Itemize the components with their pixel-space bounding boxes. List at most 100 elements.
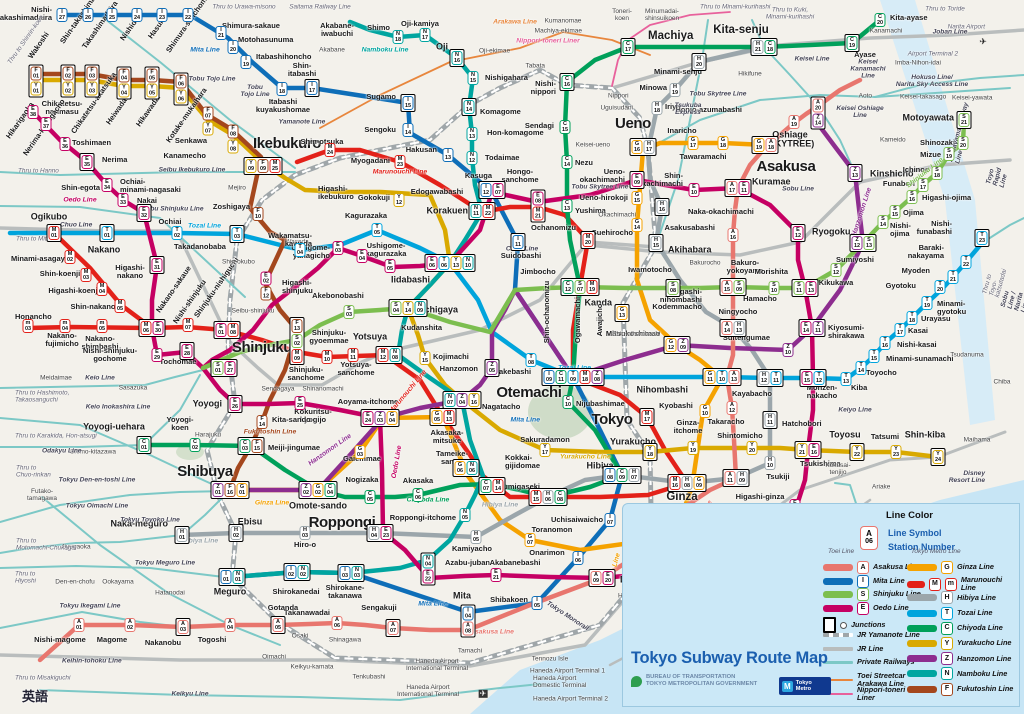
station-label: Takebashi [494,367,532,377]
station-label: Jiyugaoka [61,543,91,551]
station-label: Tameike- sanno [436,449,468,466]
legend-entry-label: JR Yamanote Line [857,629,920,639]
station-label: Yoyogi- koen [166,415,194,432]
station-label: Higashi- nakano [115,263,145,280]
station-label: Ochiai- minami-nagasaki [120,177,181,194]
station-label: Kanamachi [869,27,903,35]
line-keio-inokashira [0,417,226,491]
station-label: Futako- tamagawa [27,488,57,502]
line-name-label: Namboku Line [361,46,409,54]
legend-entry-label: Chiyoda Line [957,623,1003,633]
bureau-block: BUREAU OF TRANSPORTATION TOKYO METROPOLI… [631,674,841,688]
legend-entry-label: Tozai Line [957,608,993,618]
station-label: Shin-okubo [222,258,255,266]
station-label: Oji [435,41,448,52]
station-label: ✈ [478,688,488,699]
line-oedo [200,177,816,581]
station-label: Ushigome- kagurazaka [365,241,407,258]
map-note-label: Keisei Kanamachi Line [850,58,886,80]
station-label: Awajicho [595,303,605,337]
station-label: Kudanshita [401,323,442,333]
station-label: Sengoku [364,125,396,135]
station-label: Ariake [872,483,891,491]
station-label: Shimo [367,23,390,33]
station-label: Honancho [15,312,52,322]
station-label: Suidobashi [500,251,542,261]
legend-entry-label: Yurakucho Line [957,638,1012,648]
station-label: Akabane- iwabuchi [320,21,354,38]
station-label: Shinjuku- gyoemmae [309,328,349,345]
map-note-label: Thru to Misakiguchi [15,674,71,682]
tokyo-metro-logo-text: Tokyo Metro [795,680,812,692]
station-label: Azabu-juban [445,558,490,568]
legend-symbol-I: I [857,574,869,588]
station-label: Nezu [575,158,593,168]
station-label: Tsukiji [766,472,790,482]
station-label: Maihama [963,436,991,444]
station-label: Ikebukuro [252,135,322,153]
station-label: Nagatacho [482,402,521,412]
station-label: Shirokanedai [272,587,320,597]
station-label: Yoyogi-uehara [83,421,145,432]
station-label: Ueno-hirokoji [579,193,628,203]
legend-extra-private: Private Railways [823,658,915,666]
station-label: Suitengumae [722,333,770,343]
map-note-label: Tokyu Den-en-toshi Line [58,476,136,484]
station-label: Onarimon [529,548,565,558]
line-name-label: Yurakucho Line [560,453,611,461]
map-note-label: Chuo Line [60,221,93,229]
line-name-label: Ginza Line [254,499,290,507]
station-label: Seibu-shinjuku [231,307,275,315]
legend-symbol-Y: Y [941,637,953,650]
station-label: Akihabara [668,244,712,255]
